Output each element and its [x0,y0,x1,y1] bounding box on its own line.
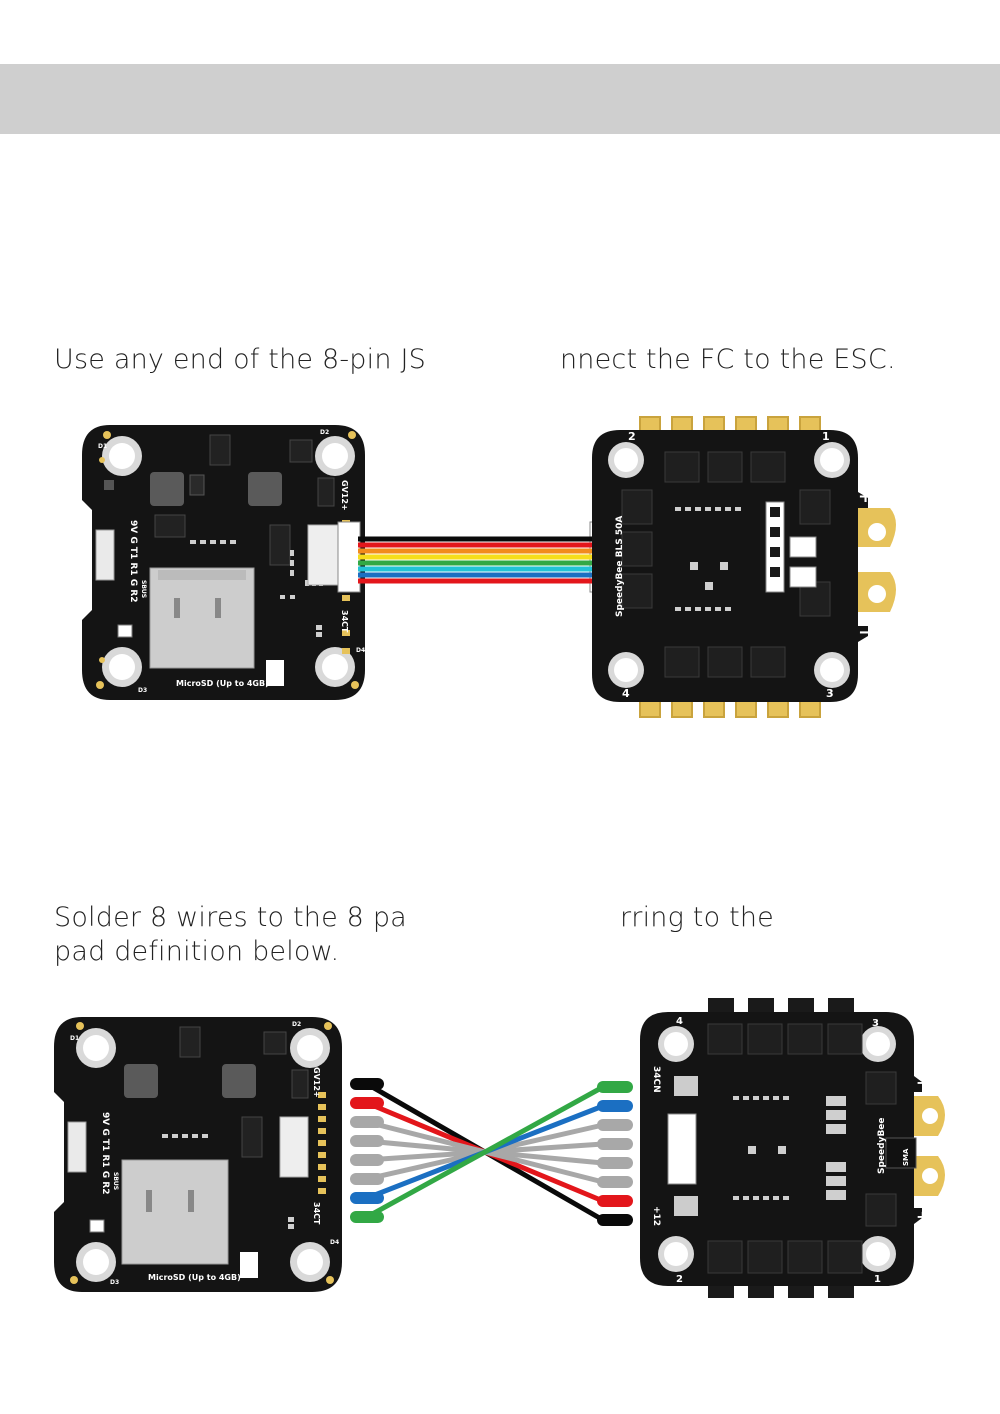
step2-instruction-line1-left: Solder 8 wires to the 8 pa [54,902,407,933]
fc-led-label: D3 [138,687,147,694]
fc-led-label: D2 [320,429,329,436]
header-bar [0,64,1000,134]
esc-minus-symbol: − [858,622,873,643]
fc-side-pins-label: 9V G T1 R1 G R2 [100,1112,110,1194]
step2-instruction-line2: pad definition below. [54,936,340,967]
wire-green [364,1084,606,1220]
esc-motor-number: 4 [622,687,630,700]
step1-instruction-left: Use any end of the 8-pin JS [54,344,426,375]
fc-sbus-label: SBUS [140,580,147,598]
esc-connector-top-label: 34CN [651,1066,661,1093]
fc-led-label: D2 [292,1021,301,1028]
esc-motor-number: 2 [628,430,636,443]
fc-led-label: D4 [356,647,365,654]
esc-plus-symbol: + [916,1207,929,1226]
fc-side-pins-label: 9V G T1 R1 G R2 [128,520,138,602]
fc-led-label: D4 [330,1239,339,1246]
fc-board-image: 9V G T1 R1 G R2 SBUS MicroSD (Up to 4GB)… [82,425,365,700]
fc-led-label: D1 [98,443,107,450]
esc-motor-number: 2 [676,1274,683,1285]
fc-connector-bottom-label: 34CT [312,1202,321,1225]
esc-board-image: SpeedyBee BLS 50A 2 1 4 3 + − [592,416,896,718]
esc-minus-symbol: − [916,1073,929,1092]
fc-microsd-label: MicroSD (Up to 4GB) [148,1273,241,1282]
fc-sbus-label: SBUS [112,1172,119,1190]
fc-microsd-label: MicroSD (Up to 4GB) [176,679,269,688]
fc-connector-bottom-label: 34CT [340,610,349,633]
esc-motor-number: 4 [676,1016,683,1027]
fc-connector-top-label: GV12+ [312,1067,321,1098]
fc-led-label: D1 [70,1035,79,1042]
esc-model-label: SpeedyBee BLS 50A [615,516,625,617]
soldered-wires [350,1078,633,1226]
fc-connector-top-label: GV12+ [340,480,349,511]
step2-instruction-line1-right: rring to the [620,902,774,933]
esc-motor-number: 3 [826,687,834,700]
esc-board-image: SpeedyBee SMA 34CN +12 4 3 2 1 + − [640,998,945,1298]
esc-plus-symbol: + [858,486,873,507]
esc-motor-number: 1 [874,1274,881,1285]
esc-sma-label: SMA [902,1148,910,1166]
esc-model-label: SpeedyBee [877,1117,887,1174]
fc-led-label: D3 [110,1279,119,1286]
esc-motor-number: 3 [872,1018,879,1029]
fc-board-image: 9V G T1 R1 G R2 SBUS MicroSD (Up to 4GB)… [54,1017,342,1292]
esc-motor-number: 1 [822,430,830,443]
step1-instruction-right: nnect the FC to the ESC. [560,344,896,375]
jst-8pin-cable [337,521,613,593]
esc-connector-bottom-label: +12 [651,1206,661,1226]
